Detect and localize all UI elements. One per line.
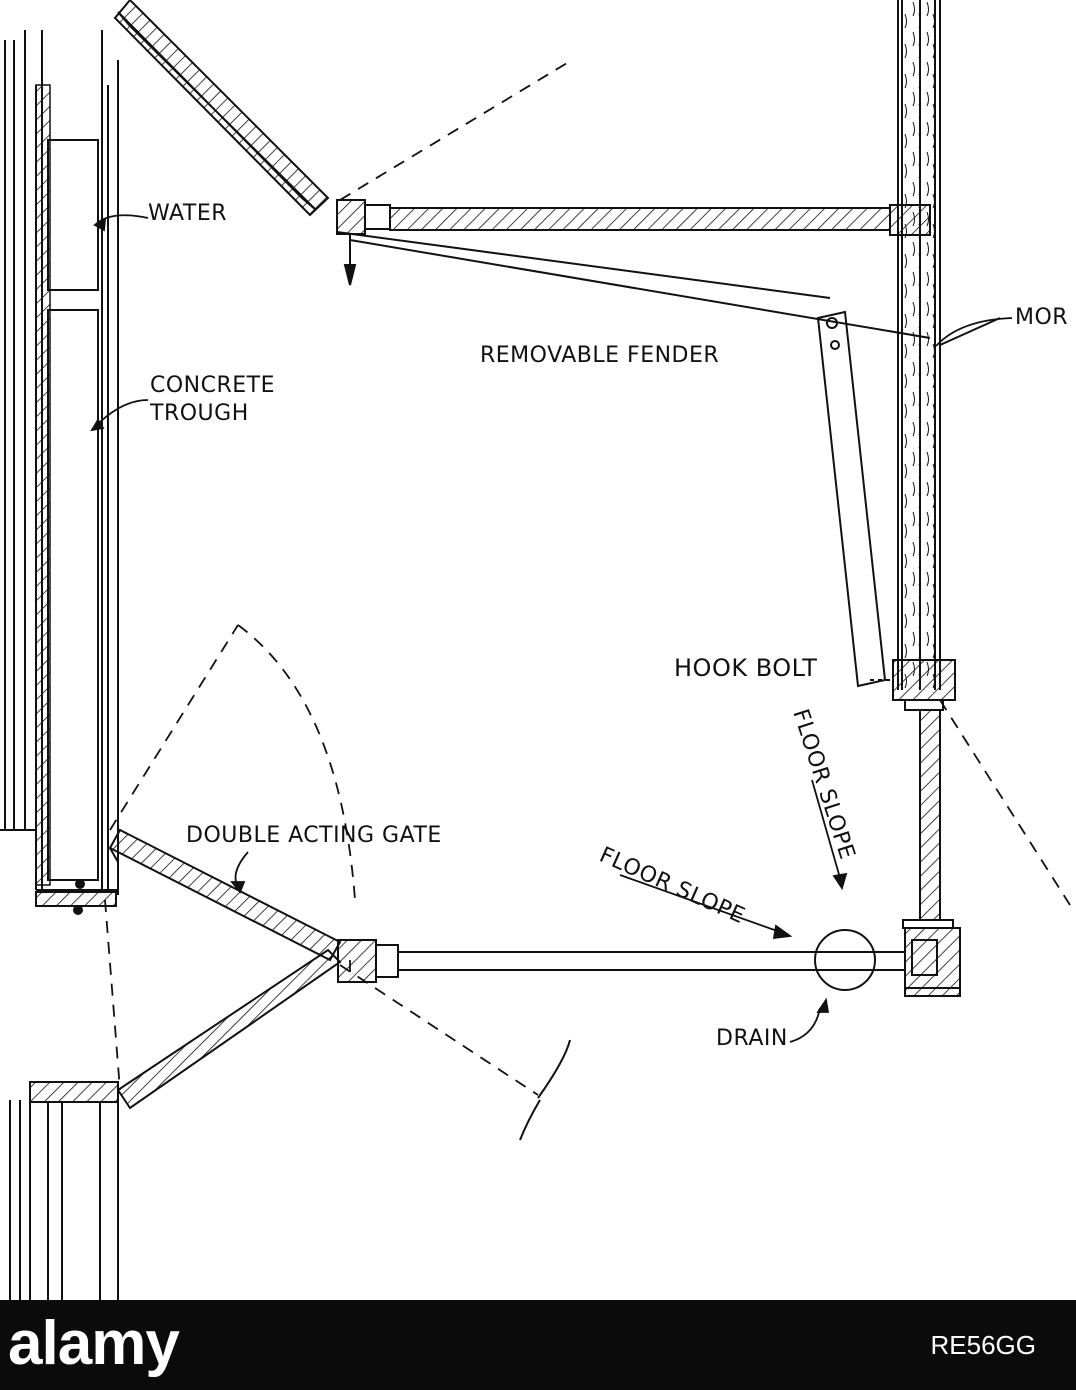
label-drain: DRAIN (716, 1026, 788, 1051)
removable-fender (816, 310, 887, 688)
label-floor-slope-vertical: FLOOR SLOPE (787, 706, 859, 863)
left-wall (0, 30, 119, 915)
left-lower-post (9, 1081, 119, 1300)
label-removable-fender: REMOVABLE FENDER (480, 343, 719, 368)
swing-arc-end (537, 1039, 571, 1099)
label-hook-bolt: HOOK BOLT (674, 654, 817, 682)
watermark-banner: alamy RE56GG (0, 1300, 1076, 1390)
top-gate-assembly (336, 199, 931, 339)
watermark-logo: alamy (8, 1309, 180, 1378)
label-floor-slope-diagonal: FLOOR SLOPE (596, 843, 749, 929)
watermark-stock-id: RE56GG (930, 1330, 1037, 1360)
swing-arc-tail (519, 1099, 541, 1141)
label-water: WATER (148, 201, 227, 226)
swing-lines (104, 59, 1071, 1096)
label-double-acting-gate: DOUBLE ACTING GATE (186, 823, 442, 848)
label-trough: TROUGH (149, 401, 249, 426)
double-acting-gate (108, 828, 342, 1110)
top-swing-gate (113, 0, 330, 217)
stall-plan-diagram: WATER CONCRETE TROUGH REMOVABLE FENDER M… (0, 0, 1071, 1300)
right-lower-wall (902, 709, 961, 997)
right-wall (897, 0, 1001, 690)
label-mor: MOR (1015, 305, 1068, 330)
label-concrete: CONCRETE (150, 373, 275, 398)
hook-bolt-clamp (870, 659, 956, 711)
drain-circle (814, 929, 876, 991)
leader-arrows (90, 214, 1013, 1043)
